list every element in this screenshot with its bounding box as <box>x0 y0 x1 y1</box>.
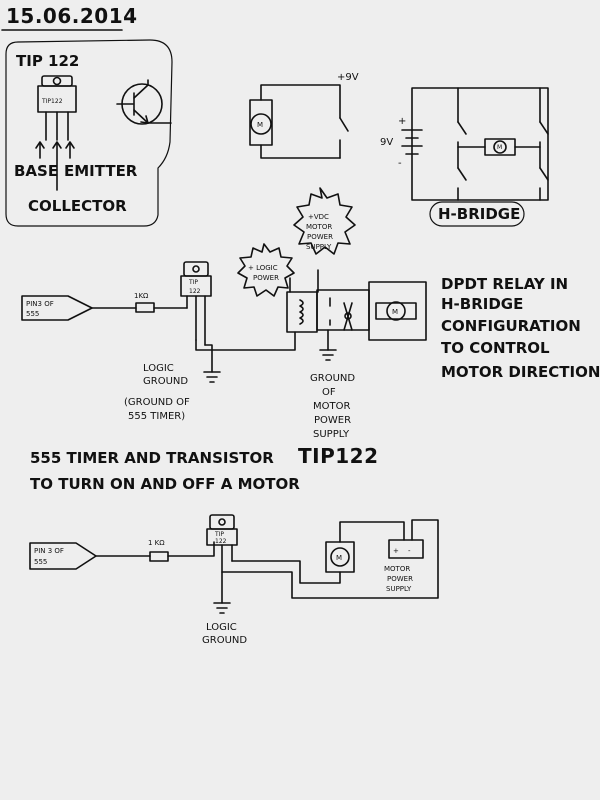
motor-chip-1: TIP <box>214 531 224 538</box>
h-bridge-circuit: M + 9V - H-BRIDGE <box>380 87 549 227</box>
heading-line-1a: 555 TIMER AND TRANSISTOR <box>30 449 274 467</box>
motor-ground-3: MOTOR <box>313 401 350 412</box>
relay-desc-1: DPDT RELAY IN <box>441 275 568 293</box>
relay-chip-1: TIP <box>188 279 198 286</box>
simple-switch-circuit: +9V M <box>249 72 359 159</box>
relay-resistor <box>135 302 155 313</box>
relay-tip122: TIP 122 <box>180 261 212 346</box>
motor-supply-4: SUPPLY <box>306 243 332 251</box>
motor-ground-2: OF <box>322 387 336 398</box>
tip122-package: TIP122 <box>37 75 77 141</box>
logic-power-1: + LOGIC <box>248 264 278 272</box>
motor-chip-2: 122 <box>215 538 227 545</box>
motor-resistor <box>149 551 169 562</box>
logic-ground-1: LOGIC <box>143 363 174 374</box>
motor-supply-starburst: +VDC MOTOR POWER SUPPLY <box>293 187 356 255</box>
logic-ground-b1: LOGIC <box>206 622 237 633</box>
supply-minus: - <box>408 547 411 555</box>
transistor-symbol-icon <box>116 79 172 125</box>
pinout-title: TIP 122 <box>16 52 79 70</box>
motor-block-2 <box>325 541 355 573</box>
relay-chip-2: 122 <box>189 288 201 295</box>
battery-minus: - <box>398 158 402 169</box>
arrows <box>35 141 75 191</box>
relay-desc-3: CONFIGURATION <box>441 317 581 335</box>
battery-plus: + <box>398 116 406 127</box>
logic-ground-2: GROUND <box>143 376 188 387</box>
motor-tip122: TIP 122 <box>206 514 238 604</box>
pin3-label-2: 555 <box>34 558 47 566</box>
relay-desc-4: TO CONTROL <box>441 339 550 357</box>
chip-label: TIP122 <box>41 98 63 105</box>
motor-ground-4: POWER <box>314 415 351 426</box>
logic-ground-3: (GROUND OF <box>124 397 190 408</box>
hbridge-label-box <box>429 201 525 227</box>
supply-3: SUPPLY <box>386 585 412 593</box>
hbridge-motor-m: M <box>497 144 502 151</box>
relay-motor-icon <box>386 301 406 321</box>
motor-supply-1: +VDC <box>308 213 329 221</box>
supply-label: +9V <box>337 72 359 83</box>
hbridge-motor-icon <box>493 140 507 154</box>
emitter-label: EMITTER <box>64 162 138 180</box>
relay-desc-5: MOTOR DIRECTION <box>441 363 600 381</box>
supply-1: MOTOR <box>384 565 410 573</box>
logic-power-2: POWER <box>253 274 279 282</box>
heading-line-1b: TIP122 <box>298 444 379 468</box>
hbridge-motor-block <box>484 138 516 156</box>
motor-power-supply-box <box>388 539 424 559</box>
relay-resistor-label: 1KΩ <box>134 292 149 300</box>
section-heading: 555 TIMER AND TRANSISTOR TIP122 TO TURN … <box>30 444 379 493</box>
relay-desc-2: H-BRIDGE <box>441 295 523 313</box>
battery-voltage: 9V <box>380 137 393 148</box>
pinout-box: TIP 122 TIP122 BASE EMITTER COLLECTOR <box>5 39 173 227</box>
supply-2: POWER <box>387 575 413 583</box>
hbridge-label: H-BRIDGE <box>438 205 520 223</box>
relay-circuit: PIN3 OF 555 1KΩ TIP 122 LOGIC GROUND (GR… <box>21 187 600 440</box>
motor-icon <box>250 113 272 135</box>
motor-ground-5: SUPPLY <box>313 429 350 440</box>
motor-ground-1: GROUND <box>310 373 355 384</box>
pin-tag <box>21 295 93 321</box>
logic-ground-4: 555 TIMER) <box>128 411 185 422</box>
motor-supply-3: POWER <box>307 233 333 241</box>
pin-tag-label-2: 555 <box>26 310 39 318</box>
pin3-label-1: PIN 3 OF <box>34 547 64 555</box>
motor-block <box>249 99 273 146</box>
supply-plus: + <box>393 547 399 555</box>
base-label: BASE <box>14 162 58 180</box>
motor-circuit: PIN 3 OF 555 1 KΩ TIP 122 M + - MOTOR PO… <box>29 514 439 646</box>
pin3-tag <box>29 542 97 570</box>
motor-resistor-label: 1 KΩ <box>148 539 165 547</box>
pin-tag-label-1: PIN3 OF <box>26 300 54 308</box>
motor-m-2: M <box>336 554 342 562</box>
dpdt-relay: M <box>286 269 427 361</box>
motor-supply-2: MOTOR <box>306 223 332 231</box>
relay-motor-m: M <box>392 308 398 316</box>
motor-m: M <box>257 121 263 129</box>
logic-power-starburst: + LOGIC POWER <box>237 243 295 297</box>
date-label: 15.06.2014 <box>6 4 138 28</box>
motor-icon-2 <box>330 547 350 567</box>
collector-label: COLLECTOR <box>28 197 127 215</box>
relay-motor-block <box>375 302 417 320</box>
relay-description: DPDT RELAY IN H-BRIDGE CONFIGURATION TO … <box>441 275 600 381</box>
logic-ground-b2: GROUND <box>202 635 247 646</box>
heading-line-2: TO TURN ON AND OFF A MOTOR <box>30 475 300 493</box>
